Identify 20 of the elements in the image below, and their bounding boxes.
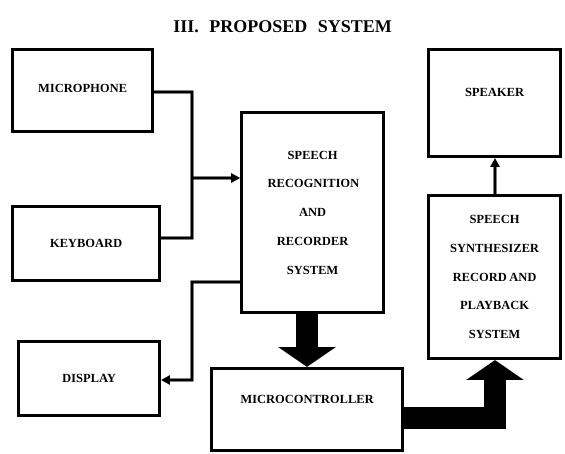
block-label: MICROCONTROLLER: [240, 392, 374, 407]
block-box: [427, 48, 562, 158]
block-label: DISPLAY: [62, 371, 116, 386]
block-box: [17, 340, 161, 417]
arrow: [161, 280, 240, 385]
diagram-title: III. PROPOSED SYSTEM: [172, 16, 393, 37]
block-label: SPEECH SYNTHESIZER RECORD AND PLAYBACK SYSTEM: [449, 211, 540, 344]
arrow: [161, 173, 240, 240]
block-arrow: [278, 314, 336, 367]
block-arrow: [404, 360, 524, 429]
block-box: [11, 205, 161, 282]
block-box: [240, 111, 385, 314]
block-box: [427, 194, 562, 360]
block-label: KEYBOARD: [50, 236, 122, 251]
block-box: [210, 367, 404, 452]
block-label: SPEAKER: [464, 85, 524, 100]
block-box: [11, 48, 154, 133]
block-label: MICROPHONE: [38, 81, 127, 96]
block-label: SPEECH RECOGNITION AND RECORDER SYSTEM: [268, 146, 358, 279]
arrow: [490, 158, 500, 194]
